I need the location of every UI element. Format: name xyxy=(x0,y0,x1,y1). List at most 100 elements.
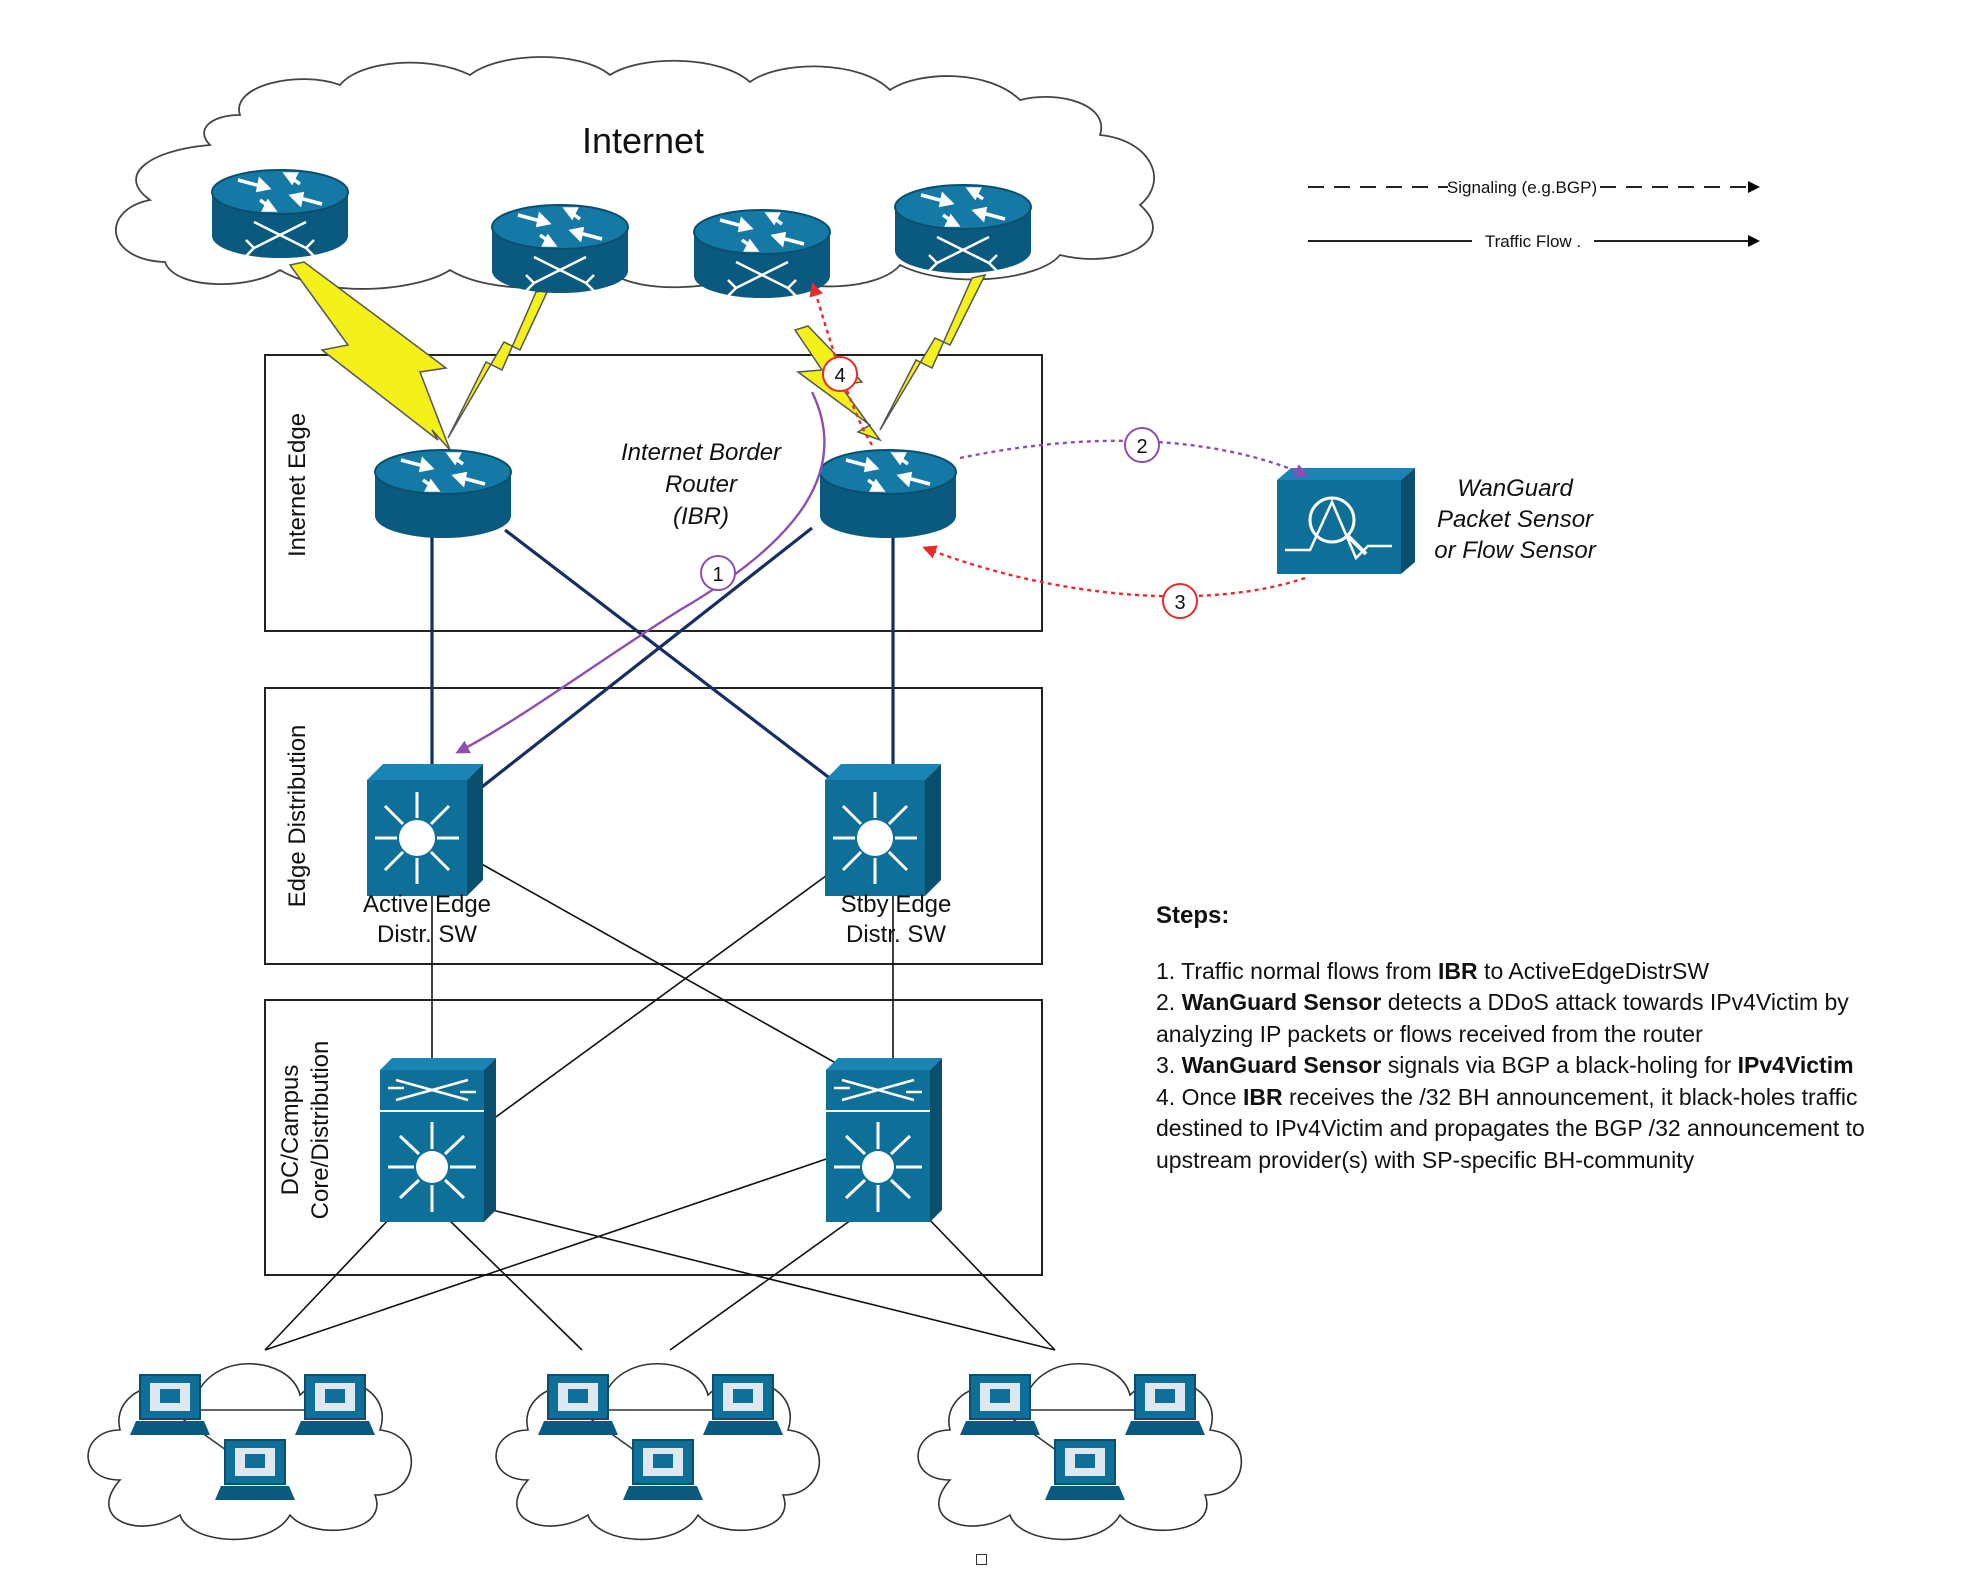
step-marker-1-label: 1 xyxy=(712,564,723,586)
zone-internet-edge xyxy=(264,354,1043,632)
wanguard-sensor-icon xyxy=(1277,468,1415,574)
workstation-icon xyxy=(959,1374,1041,1436)
step-marker-4: 4 xyxy=(822,356,858,392)
link xyxy=(924,1214,1056,1351)
border-router-ibr xyxy=(818,448,958,540)
step-text: 2. xyxy=(1156,989,1182,1015)
stby-switch-label-line1: Stby Edge xyxy=(841,891,952,918)
step-text: 4. Once xyxy=(1156,1083,1243,1110)
wan-link-bolt xyxy=(879,273,987,431)
link xyxy=(264,1215,393,1351)
active-switch-label-line1: Active Edge xyxy=(363,891,491,918)
steps-list: 1. Traffic normal flows from IBR to Acti… xyxy=(1156,956,1976,1177)
step-marker-3-label: 3 xyxy=(1174,592,1185,614)
flow-2-purple xyxy=(959,439,1309,478)
link xyxy=(669,1214,859,1351)
internet-cloud xyxy=(115,56,1155,290)
link xyxy=(477,861,867,1081)
step-text-bold: WanGuard Sensor xyxy=(1181,1052,1382,1078)
workstation-icon xyxy=(622,1439,704,1501)
sensor-label-line2: Packet Sensor xyxy=(1437,506,1594,533)
link xyxy=(264,1154,839,1351)
legend-signaling-label: Signaling (e.g.BGP) xyxy=(1447,178,1597,197)
workstation-icon xyxy=(129,1374,211,1436)
lan-cloud-3 xyxy=(917,1362,1243,1541)
workstation-icon xyxy=(214,1439,296,1501)
zone-label-core-line1: DC/Campus xyxy=(277,1065,304,1196)
ibr-label-line1: Internet Border xyxy=(621,439,782,466)
step-text-bold: WanGuard Sensor xyxy=(1181,989,1382,1015)
core-switch-right xyxy=(824,1056,944,1224)
border-router-left xyxy=(373,448,513,540)
step-marker-3: 3 xyxy=(1162,583,1198,619)
link xyxy=(477,861,846,1131)
active-switch-label-line2: Distr. SW xyxy=(377,921,477,948)
sensor-label-line1: WanGuard xyxy=(1457,475,1573,502)
step-line: 1. Traffic normal flows from IBR to Acti… xyxy=(1156,956,1976,988)
zone-label-core-line2: Core/Distribution xyxy=(307,1041,334,1220)
core-switch-left xyxy=(378,1056,498,1224)
flow-3-red xyxy=(922,545,1306,598)
stby-switch-label-line2: Distr. SW xyxy=(846,921,946,948)
link xyxy=(444,1215,583,1351)
internet-router-3 xyxy=(692,208,832,300)
step-text: 3. xyxy=(1156,1052,1182,1078)
wan-links xyxy=(288,261,987,451)
wan-link-bolt xyxy=(288,261,451,451)
steps-heading: Steps: xyxy=(1156,902,1230,929)
stby-edge-switch xyxy=(823,762,943,898)
lan-cloud-2 xyxy=(495,1362,821,1541)
step-text: to ActiveEdgeDistrSW xyxy=(1477,957,1710,984)
links xyxy=(430,520,895,792)
internet-title: Internet xyxy=(582,120,704,161)
step-text-bold: IBR xyxy=(1242,1083,1283,1110)
step-text-bold: IBR xyxy=(1438,957,1478,984)
flow-1-purple xyxy=(455,391,826,754)
small-square-marker xyxy=(976,1554,987,1565)
sensor-label-line3: or Flow Sensor xyxy=(1434,537,1596,564)
zone-label-edge-distribution: Edge Distribution xyxy=(284,725,311,908)
step-text: detects a DDoS attack towards IPv4Victim… xyxy=(1381,989,1849,1015)
step-line: 3. WanGuard Sensor signals via BGP a bla… xyxy=(1156,1050,1976,1082)
legend: Signaling (e.g.BGP) Traffic Flow . xyxy=(1308,178,1760,251)
step-line: analyzing IP packets or flows received f… xyxy=(1156,1019,1976,1051)
step-line: 2. WanGuard Sensor detects a DDoS attack… xyxy=(1156,987,1976,1019)
lan-cloud-1 xyxy=(87,1362,413,1541)
internet-router-2 xyxy=(490,203,630,295)
zone-core-distribution xyxy=(264,999,1043,1276)
ibr-label-line3: (IBR) xyxy=(673,503,729,530)
workstation-icon xyxy=(1044,1439,1126,1501)
step-text-bold: IPv4Victim xyxy=(1737,1052,1854,1078)
step-text: analyzing IP packets or flows received f… xyxy=(1156,1020,1703,1047)
link xyxy=(477,526,813,792)
step-text: signals via BGP a black-holing for xyxy=(1381,1052,1738,1078)
flow-4-red xyxy=(809,282,874,446)
internet-router-1 xyxy=(210,168,350,260)
workstation-icon xyxy=(537,1374,619,1436)
step-text: receives the /32 BH announcement, it bla… xyxy=(1282,1083,1858,1110)
steps-panel: Steps: 1. Traffic normal flows from IBR … xyxy=(1156,900,1976,1176)
step-line: upstream provider(s) with SP-specific BH… xyxy=(1156,1145,1976,1177)
workstation-icon xyxy=(1124,1374,1206,1436)
zone-label-internet-edge: Internet Edge xyxy=(284,413,311,557)
zone-edge-distribution xyxy=(264,687,1043,965)
step-line: destined to IPv4Victim and propagates th… xyxy=(1156,1113,1976,1145)
active-edge-switch xyxy=(365,762,485,898)
step-marker-4-label: 4 xyxy=(834,365,845,387)
step-text: upstream provider(s) with SP-specific BH… xyxy=(1156,1146,1695,1173)
step-marker-1: 1 xyxy=(700,555,736,591)
workstation-icon xyxy=(702,1374,784,1436)
step-line: 4. Once IBR receives the /32 BH announce… xyxy=(1156,1082,1976,1114)
internet-router-4 xyxy=(893,183,1033,275)
workstation-icon xyxy=(294,1374,376,1436)
step-marker-2-label: 2 xyxy=(1136,436,1147,458)
link xyxy=(504,528,841,788)
step-text: destined to IPv4Victim and propagates th… xyxy=(1156,1115,1865,1141)
step-marker-2: 2 xyxy=(1124,427,1160,463)
wan-link-bolt xyxy=(447,289,550,439)
legend-traffic-label: Traffic Flow . xyxy=(1485,232,1581,251)
step-text: 1. Traffic normal flows from xyxy=(1156,957,1439,984)
thin-links xyxy=(264,861,1056,1351)
ibr-label-line2: Router xyxy=(665,471,738,498)
